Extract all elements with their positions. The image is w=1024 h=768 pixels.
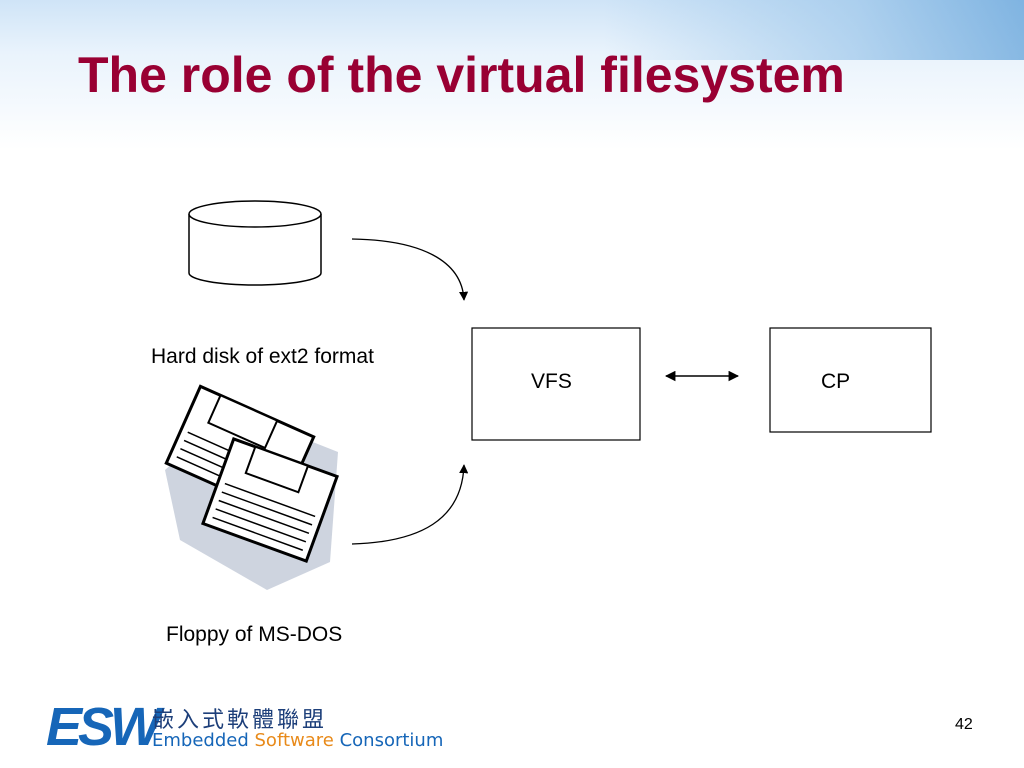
hard-disk-to-vfs-arrow — [351, 238, 469, 301]
title-banner — [0, 0, 1024, 150]
logo-english-start: Embedded — [152, 730, 249, 751]
logo-english-text: Embedded Software Consortium — [152, 730, 443, 751]
banner-decoration — [604, 0, 1024, 60]
logo-mark: ESW — [46, 697, 161, 757]
hard-disk-label: Hard disk of ext2 format — [151, 345, 374, 368]
floppy-to-vfs-arrow — [351, 464, 469, 545]
cp-label: CP — [821, 370, 851, 393]
floppy-disks-icon — [164, 384, 339, 590]
logo-chinese-text: 嵌入式軟體聯盟 — [152, 708, 328, 733]
logo-english-end: Consortium — [339, 730, 444, 751]
floppy-label: Floppy of MS-DOS — [166, 623, 343, 646]
vfs-box — [471, 327, 641, 441]
logo-english-mid: Software — [254, 730, 334, 751]
vfs-label: VFS — [531, 370, 572, 393]
hard-disk-icon — [188, 200, 322, 286]
slide-title: The role of the virtual filesystem — [78, 47, 845, 103]
esw-logo: ESW 嵌入式軟體聯盟 Embedded Software Consortium — [46, 696, 443, 757]
cp-box — [769, 327, 932, 433]
page-number: 42 — [955, 716, 973, 733]
